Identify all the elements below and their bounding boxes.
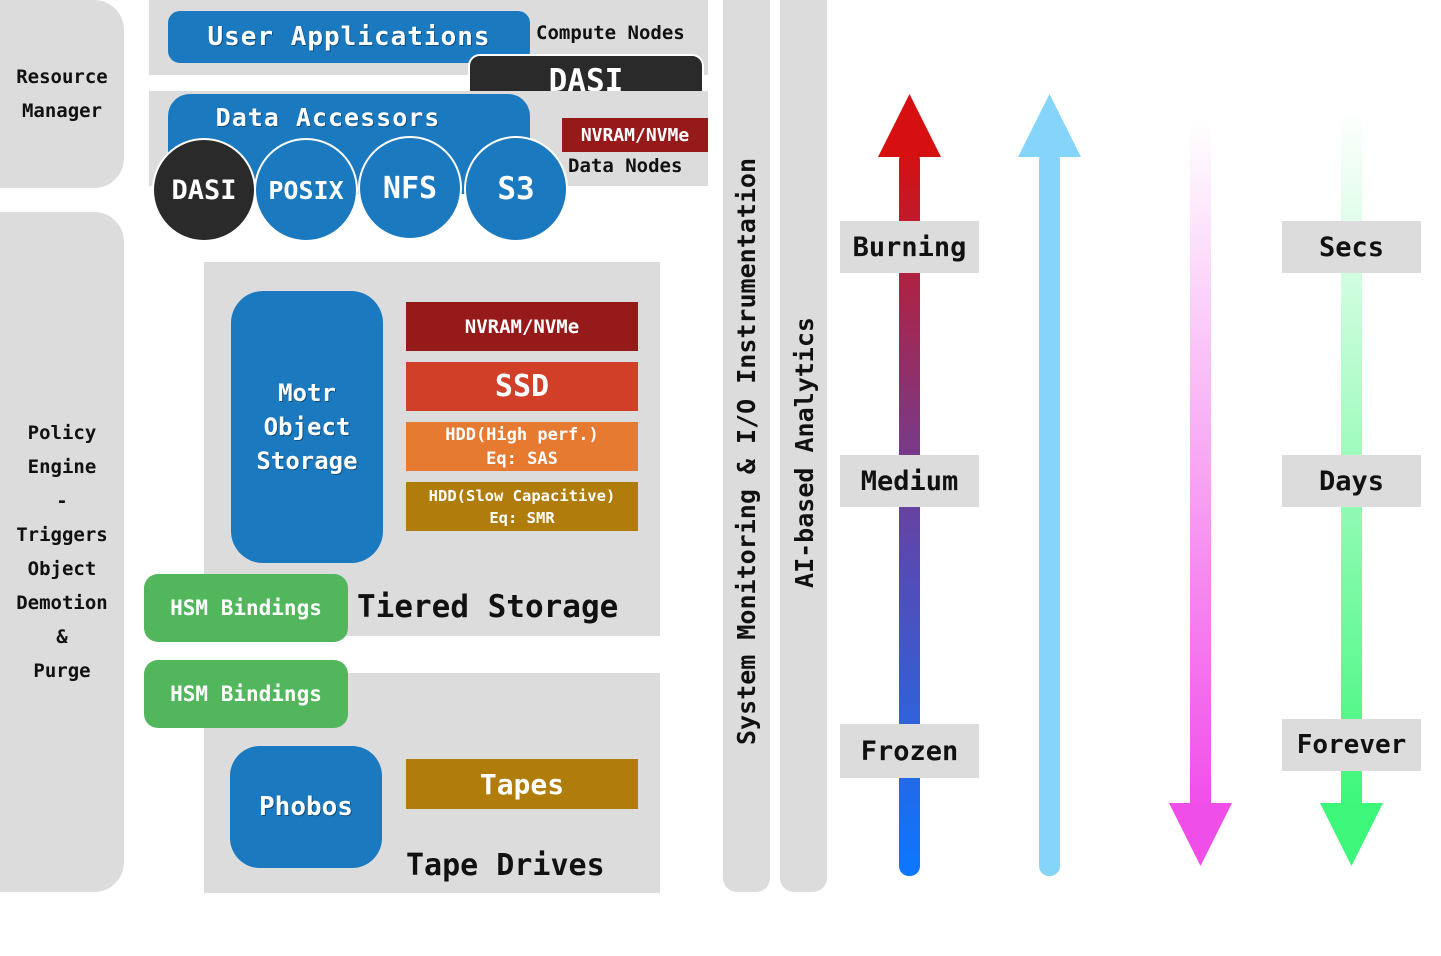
temp-label-frozen: Frozen — [840, 724, 979, 778]
data-nodes-label: Data Nodes — [568, 155, 683, 177]
tier-nvram-label: NVRAM/NVMe — [464, 315, 580, 338]
accessor-dasi-label: DASI — [171, 174, 237, 206]
policy-engine-line: Triggers — [16, 524, 108, 546]
user-applications-box: User Applications — [168, 11, 530, 63]
tape-hsm-label: HSM Bindings — [170, 682, 322, 706]
accessor-posix-label: POSIX — [268, 175, 344, 205]
time-days-text: Days — [1318, 465, 1385, 497]
time-arrow-head — [1320, 803, 1383, 866]
temperature-arrow-head — [878, 94, 941, 157]
policy-engine-line: Demotion — [16, 592, 108, 614]
temp-medium-text: Medium — [860, 465, 959, 497]
analytics-bar — [780, 0, 827, 892]
temp-label-medium: Medium — [840, 455, 979, 507]
accessor-nfs-label: NFS — [382, 170, 438, 206]
tier-hdd-slow-line: HDD(Slow Capacitive) — [428, 486, 616, 505]
resource-manager-line: Manager — [21, 100, 103, 122]
time-label-days: Days — [1282, 455, 1421, 507]
light-blue-arrow-shaft — [1039, 150, 1060, 876]
data-accessors-label: Data Accessors — [215, 102, 441, 132]
arrows-layer — [878, 94, 1383, 876]
tier-ssd: SSD — [406, 362, 638, 411]
down-arrow-pink — [1169, 120, 1232, 866]
temp-frozen-text: Frozen — [860, 735, 959, 767]
motr-line: Object — [263, 413, 351, 441]
up-arrow-light-blue — [1018, 94, 1081, 876]
data-nodes-nvram-label: NVRAM/NVMe — [580, 124, 690, 146]
temperature-arrow — [878, 94, 941, 876]
temperature-arrow-shaft — [899, 150, 920, 876]
time-secs-text: Secs — [1318, 231, 1385, 263]
policy-engine-line: Policy — [27, 422, 97, 444]
motr-line: Storage — [256, 447, 358, 475]
tape-drives-label: Tape Drives — [406, 848, 605, 883]
pink-arrow-head — [1169, 803, 1232, 866]
tiered-hsm-bindings: HSM Bindings — [144, 574, 348, 642]
time-forever-text: Forever — [1296, 730, 1407, 760]
resource-manager-panel: Resource Manager — [0, 0, 124, 188]
monitoring-label: System Monitoring & I/O Instrumentation — [731, 157, 761, 745]
tapes-box: Tapes — [406, 759, 638, 809]
resource-manager-line: Resource — [16, 66, 108, 88]
policy-engine-line: Engine — [27, 456, 97, 478]
time-label-forever: Forever — [1282, 719, 1421, 771]
tier-hdd-high-line: Eq: SAS — [486, 448, 558, 469]
policy-engine-line: - — [56, 490, 68, 512]
tier-nvram: NVRAM/NVMe — [406, 302, 638, 351]
policy-engine-panel: Policy Engine - Triggers Object Demotion… — [0, 212, 124, 892]
motr-line: Motr — [278, 379, 336, 407]
accessor-s3: S3 — [464, 136, 568, 242]
accessor-dasi: DASI — [152, 138, 256, 242]
tiered-storage-label: Tiered Storage — [357, 589, 619, 625]
analytics-label: AI-based Analytics — [789, 316, 819, 588]
accessor-nfs: NFS — [358, 136, 462, 240]
tier-hdd-slow: HDD(Slow Capacitive) Eq: SMR — [406, 482, 638, 531]
temp-label-burning: Burning — [840, 221, 979, 273]
tier-ssd-label: SSD — [494, 369, 550, 404]
compute-nodes-label: Compute Nodes — [536, 22, 685, 44]
user-applications-label: User Applications — [207, 22, 491, 52]
phobos-label: Phobos — [259, 792, 353, 822]
accessor-s3-label: S3 — [497, 171, 535, 207]
monitoring-bar — [723, 0, 770, 892]
tiered-hsm-label: HSM Bindings — [170, 596, 322, 620]
temp-burning-text: Burning — [852, 231, 967, 263]
data-nodes-nvram-box: NVRAM/NVMe — [562, 118, 708, 152]
policy-engine-line: Purge — [33, 660, 91, 682]
motr-object-storage-box: Motr Object Storage — [231, 291, 383, 563]
pink-arrow-shaft — [1190, 120, 1211, 810]
accessor-posix: POSIX — [254, 138, 358, 242]
time-label-secs: Secs — [1282, 221, 1421, 273]
tape-hsm-bindings: HSM Bindings — [144, 660, 348, 728]
policy-engine-line: & — [56, 626, 68, 648]
light-blue-arrow-head — [1018, 94, 1081, 157]
phobos-box: Phobos — [230, 746, 382, 868]
tier-hdd-slow-line: Eq: SMR — [489, 508, 555, 527]
tapes-label: Tapes — [479, 767, 565, 801]
tier-hdd-high: HDD(High perf.) Eq: SAS — [406, 422, 638, 471]
tier-hdd-high-line: HDD(High perf.) — [445, 424, 599, 445]
policy-engine-line: Object — [27, 558, 97, 580]
